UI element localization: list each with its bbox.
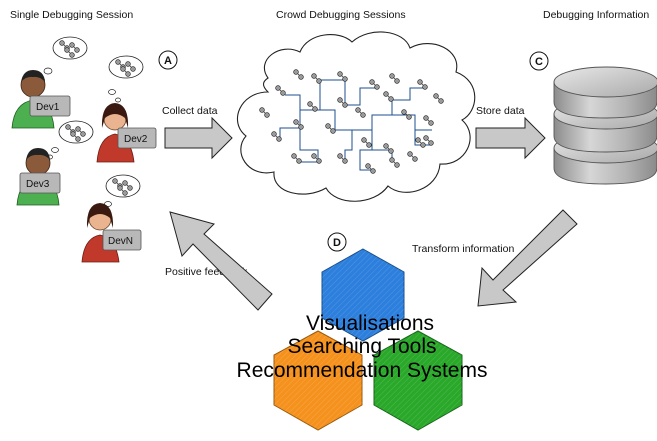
dev-label-dev1: Dev1 [36, 102, 60, 113]
thought-bubble-icon [59, 121, 93, 143]
badge-d: D [327, 232, 347, 252]
developer-avatar-dev3: Dev3 [16, 148, 61, 206]
thought-bubble-icon [53, 37, 87, 59]
collect-data-label: Collect data [162, 105, 218, 117]
crowd-cloud [236, 31, 476, 202]
thought-bubble-icon [109, 56, 143, 78]
svg-text:A: A [164, 55, 172, 67]
store-data-arrow: Store data [475, 105, 546, 160]
badge-a: A [158, 50, 178, 70]
developer-avatar-devn: DevN [81, 203, 142, 263]
transform-information-arrow: Transform information [412, 209, 578, 307]
tool-searching-tools: Searching Tools [287, 335, 436, 358]
heading-crowd-sessions: Crowd Debugging Sessions [276, 9, 406, 21]
collect-data-arrow: Collect data [162, 105, 233, 160]
positive-feedback-arrow: Positive feedback [165, 211, 273, 311]
tools-hexagons [273, 248, 463, 431]
dev-label-dev2: Dev2 [124, 134, 148, 145]
svg-text:C: C [535, 56, 543, 68]
heading-debugging-information: Debugging Information [543, 9, 649, 21]
dev-label-dev3: Dev3 [26, 179, 50, 190]
store-data-label: Store data [476, 105, 525, 117]
heading-single-session: Single Debugging Session [10, 9, 133, 21]
hexagon-blue [321, 248, 405, 342]
hexagon-green [373, 330, 463, 431]
developers-group: Dev1 Dev2 Dev3 DevN [11, 37, 157, 263]
debugging-network [279, 79, 432, 171]
svg-text:D: D [333, 237, 341, 249]
tool-visualisations: Visualisations [306, 312, 434, 335]
tool-recommendation-systems: Recommendation Systems [237, 359, 488, 382]
database-icon [553, 66, 657, 185]
developer-avatar-dev1: Dev1 [11, 70, 71, 129]
badge-c: C [529, 51, 549, 71]
dev-label-devn: DevN [108, 236, 133, 247]
developer-avatar-dev2: Dev2 [96, 103, 157, 163]
hexagon-orange [273, 330, 363, 431]
transform-information-label: Transform information [412, 243, 514, 255]
thought-bubble-icon [106, 175, 140, 197]
